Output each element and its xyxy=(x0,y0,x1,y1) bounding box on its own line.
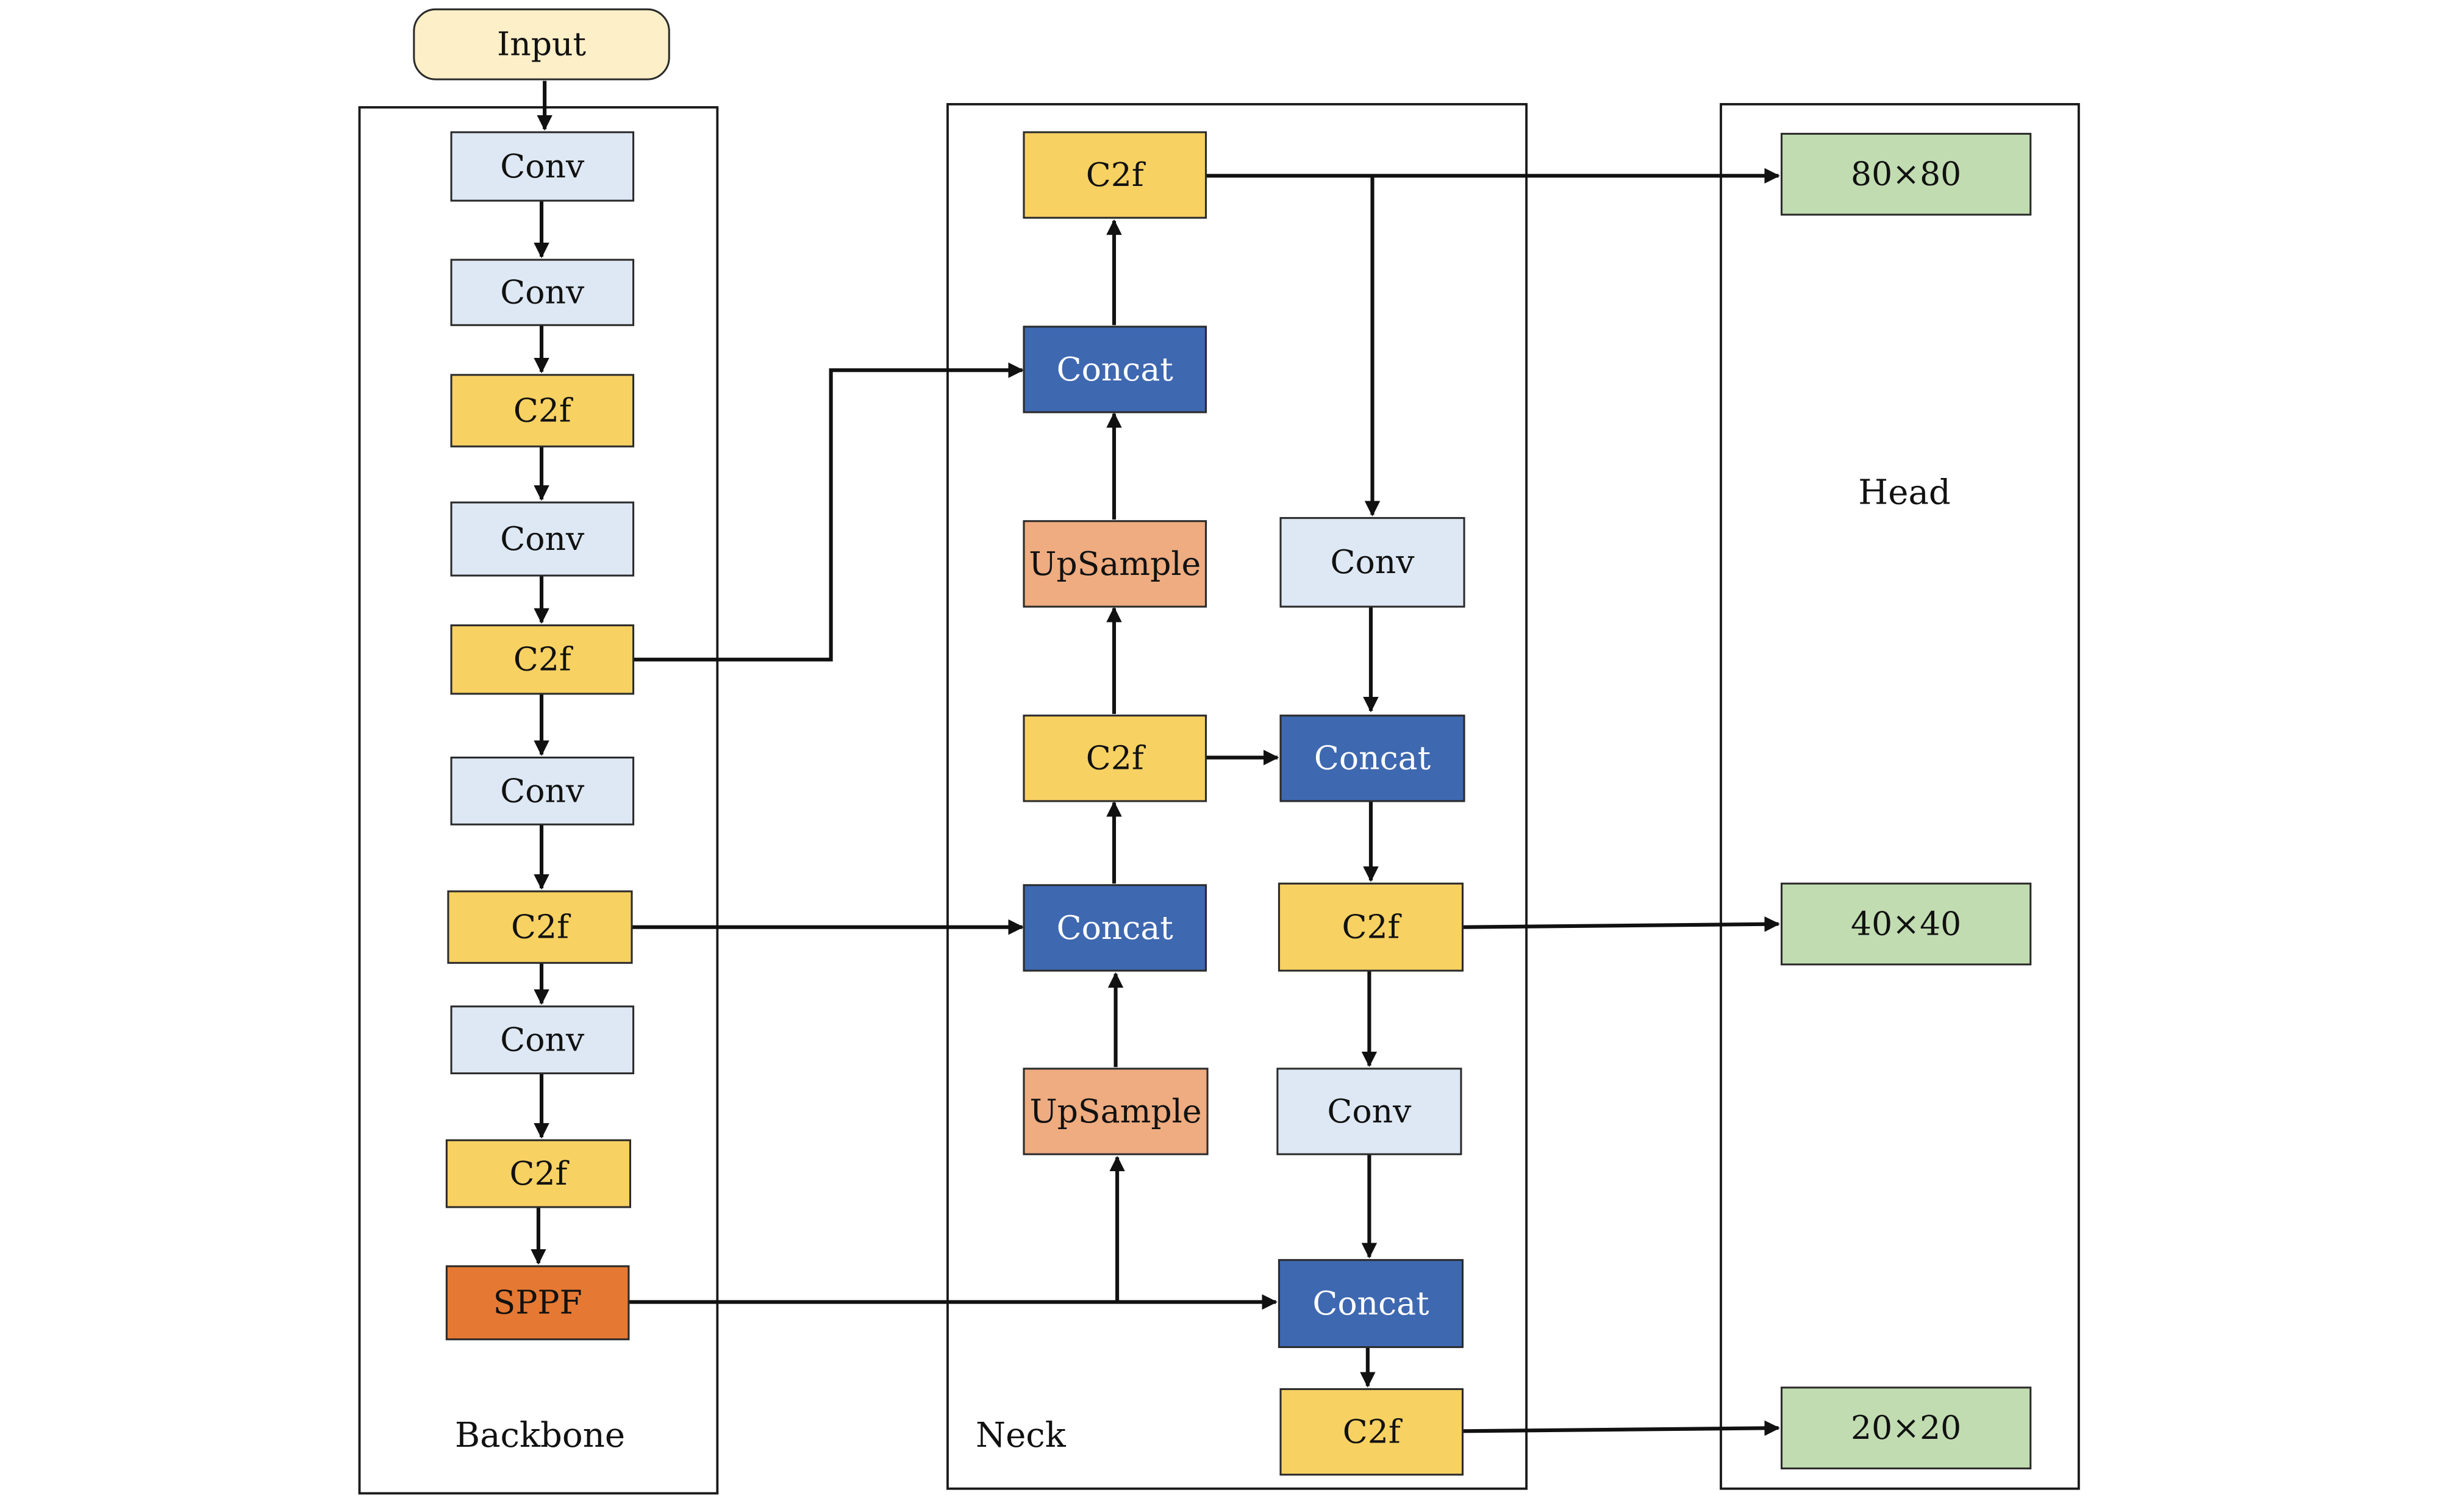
block-nk-conv1: Conv xyxy=(1279,517,1465,608)
block-nk-upsample2: UpSample xyxy=(1023,1068,1209,1155)
block-bb-c2f4: C2f xyxy=(445,1139,631,1208)
block-nk-upsample1: UpSample xyxy=(1023,520,1207,608)
block-out-80-label: 80×80 xyxy=(1851,155,1961,193)
block-nk-concat2: Concat xyxy=(1023,884,1207,972)
block-bb-conv1-box xyxy=(450,131,635,202)
block-nk-concat1-box xyxy=(1023,326,1207,413)
block-bb-c2f2-box xyxy=(450,624,635,695)
block-bb-c2f1-label: C2f xyxy=(513,391,574,429)
block-bb-conv4: Conv xyxy=(450,757,635,826)
block-nk-upsample1-label: UpSample xyxy=(1029,544,1201,583)
block-nk-upsample2-box xyxy=(1023,1068,1209,1155)
block-out-20-label: 20×20 xyxy=(1851,1408,1961,1447)
block-nk-concat2-box xyxy=(1023,884,1207,972)
block-bb-conv3-label: Conv xyxy=(500,519,585,558)
block-bb-c2f3: C2f xyxy=(447,890,633,964)
block-nk-conv2: Conv xyxy=(1276,1068,1462,1155)
block-bb-c2f1: C2f xyxy=(450,374,635,448)
block-nk-conv1-label: Conv xyxy=(1330,543,1415,581)
block-nk-c2f-r2-box xyxy=(1279,1388,1464,1476)
block-bb-sppf: SPPF xyxy=(445,1265,630,1341)
block-nk-conv2-box xyxy=(1276,1068,1462,1155)
block-nk-c2f-r1-label: C2f xyxy=(1342,908,1402,946)
block-input-box xyxy=(413,8,670,80)
block-out-20: 20×20 xyxy=(1781,1386,2032,1470)
block-input: Input xyxy=(413,8,670,80)
block-nk-concat1: Concat xyxy=(1023,326,1207,413)
block-bb-conv2: Conv xyxy=(450,259,635,326)
block-nk-c2f-top-label: C2f xyxy=(1086,155,1146,194)
block-nk-conv1-box xyxy=(1279,517,1465,608)
block-bb-conv5: Conv xyxy=(450,1005,635,1075)
block-nk-upsample1-box xyxy=(1023,520,1207,608)
block-bb-conv5-label: Conv xyxy=(500,1020,585,1058)
edges xyxy=(531,80,1780,1436)
block-bb-conv3-box xyxy=(450,501,635,577)
backbone-panel xyxy=(358,106,719,1495)
block-bb-sppf-box xyxy=(445,1265,630,1341)
block-nk-c2f-mid-box xyxy=(1023,715,1207,802)
block-nk-concat3-label: Concat xyxy=(1314,739,1431,777)
block-bb-conv1: Conv xyxy=(450,131,635,202)
neck-label: Neck xyxy=(976,1416,1067,1455)
block-bb-conv2-box xyxy=(450,259,635,326)
block-out-40-label: 40×40 xyxy=(1851,904,1961,943)
head-panel xyxy=(1720,103,2080,1490)
backbone-label: Backbone xyxy=(455,1416,625,1455)
block-input-label: Input xyxy=(497,25,586,63)
block-nk-concat4-label: Concat xyxy=(1312,1284,1429,1322)
edge-c2fr1-out40 xyxy=(1462,916,1780,932)
block-out-20-box xyxy=(1781,1386,2032,1470)
block-out-80: 80×80 xyxy=(1781,132,2032,216)
block-bb-c2f2-label: C2f xyxy=(513,640,574,679)
block-nk-c2f-top-box xyxy=(1023,131,1207,219)
block-bb-conv2-label: Conv xyxy=(500,273,585,312)
block-bb-c2f1-box xyxy=(450,374,635,448)
block-nk-concat4: Concat xyxy=(1278,1259,1464,1349)
block-bb-c2f2: C2f xyxy=(450,624,635,695)
edge-c2f2-concat1 xyxy=(633,362,1024,661)
block-nk-concat3-box xyxy=(1279,715,1465,802)
block-bb-c2f4-label: C2f xyxy=(509,1154,570,1193)
block-bb-sppf-label: SPPF xyxy=(493,1283,582,1322)
block-bb-c2f3-box xyxy=(447,890,633,964)
block-nk-concat4-box xyxy=(1278,1259,1464,1349)
block-nk-c2f-r1: C2f xyxy=(1278,882,1464,972)
block-nk-c2f-r2: C2f xyxy=(1279,1388,1464,1476)
block-nk-upsample2-label: UpSample xyxy=(1029,1092,1201,1130)
blocks: InputConvConvC2fConvC2fConvC2fConvC2fSPP… xyxy=(413,8,2032,1476)
edge-c2fr2-out20 xyxy=(1462,1420,1780,1436)
block-nk-c2f-mid-label: C2f xyxy=(1086,739,1146,777)
block-bb-conv4-box xyxy=(450,757,635,826)
block-out-40-box xyxy=(1781,882,2032,966)
block-out-40: 40×40 xyxy=(1781,882,2032,966)
block-bb-conv3: Conv xyxy=(450,501,635,577)
block-nk-c2f-top: C2f xyxy=(1023,131,1207,219)
block-nk-c2f-r1-box xyxy=(1278,882,1464,972)
block-nk-c2f-mid: C2f xyxy=(1023,715,1207,802)
block-bb-conv5-box xyxy=(450,1005,635,1075)
head-label: Head xyxy=(1858,473,1951,513)
block-bb-c2f4-box xyxy=(445,1139,631,1208)
block-nk-concat2-label: Concat xyxy=(1057,908,1174,947)
block-out-80-box xyxy=(1781,132,2032,216)
block-nk-concat1-label: Concat xyxy=(1057,350,1174,388)
neck-panel xyxy=(946,103,1528,1490)
block-bb-conv1-label: Conv xyxy=(500,147,585,185)
block-nk-c2f-r2-label: C2f xyxy=(1343,1412,1403,1450)
block-nk-conv2-label: Conv xyxy=(1327,1092,1412,1130)
block-nk-concat3: Concat xyxy=(1279,715,1465,802)
block-bb-c2f3-label: C2f xyxy=(511,908,571,946)
block-bb-conv4-label: Conv xyxy=(500,771,585,810)
